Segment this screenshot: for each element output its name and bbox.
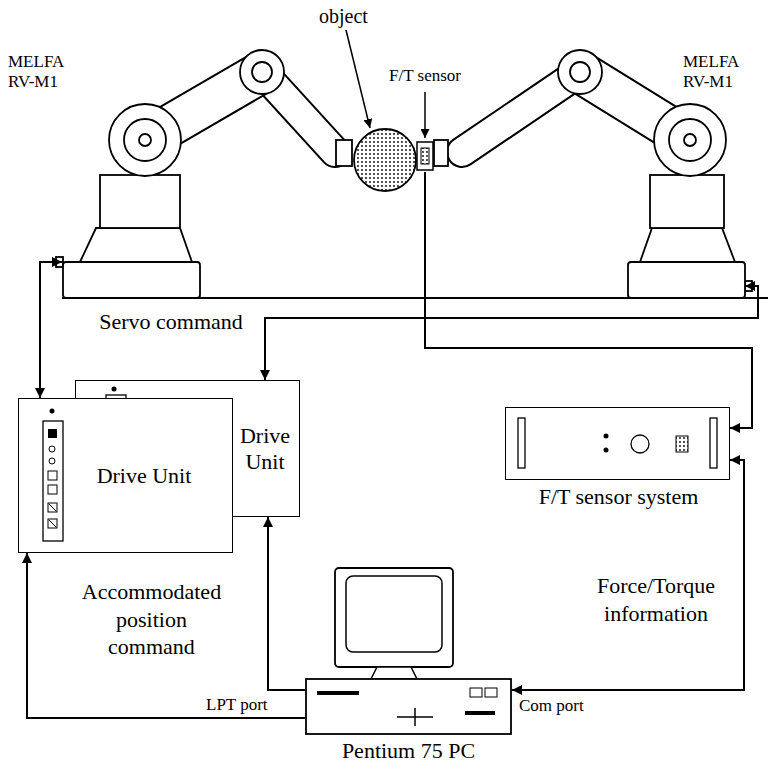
- node-text: MELFA RV-M1: [683, 52, 745, 93]
- ft-panel: [518, 418, 525, 468]
- signal-label: Servo command: [95, 308, 247, 336]
- left-robot: [240, 50, 284, 94]
- ft-panel: [604, 448, 609, 453]
- node-text: F/T sensor: [385, 66, 465, 86]
- pc-symbol: [305, 567, 512, 735]
- right-robot: [434, 140, 448, 166]
- left-robot: [63, 262, 200, 298]
- held-object: [354, 129, 416, 191]
- right-robot: [434, 50, 752, 298]
- right-robot: [669, 119, 711, 161]
- ft-panel: [604, 434, 609, 439]
- object-leader: [346, 30, 370, 128]
- pc-symbol: [371, 667, 417, 679]
- ft-sensor-symbol: [417, 142, 433, 170]
- right-robot: [684, 134, 696, 146]
- ft-panel: [631, 435, 649, 453]
- signal-label: Accommodated position command: [78, 578, 225, 661]
- drive-panel: [49, 504, 56, 511]
- signal-wire: [268, 517, 305, 690]
- left-robot: [252, 62, 272, 82]
- signal-wire: [265, 286, 758, 380]
- left-robot: [336, 140, 352, 166]
- pc-symbol: [470, 688, 482, 697]
- ft-sensor-symbol: [424, 92, 426, 138]
- sensor-node: F/T sensor: [385, 66, 465, 172]
- drive-panel: [48, 503, 57, 512]
- ft-panel: [710, 418, 717, 468]
- right-robot: [654, 104, 726, 176]
- left-robot: [56, 50, 352, 298]
- drive-panel: [49, 520, 56, 527]
- node-text: Drive Unit: [69, 463, 219, 489]
- drive-panel: [112, 387, 117, 392]
- ft-panel: [676, 436, 688, 452]
- pc-symbol: [335, 568, 453, 667]
- right-robot: [640, 228, 735, 262]
- left-robot: [109, 104, 181, 176]
- held-object: [354, 129, 416, 191]
- left-robot: [100, 175, 180, 228]
- left-robot: [124, 119, 166, 161]
- object-label: object: [318, 4, 369, 29]
- right-robot: [570, 62, 590, 82]
- pc-node: Pentium 75 PC: [305, 567, 512, 735]
- object-leader: [346, 30, 370, 128]
- drive-panel: [48, 485, 57, 494]
- pc-symbol: [485, 688, 497, 697]
- drive-panel: [49, 446, 55, 452]
- signal-label: Force/Torque information: [575, 572, 737, 627]
- right-robot: [628, 262, 745, 298]
- signal-wire: [425, 172, 752, 428]
- drive-unit-box: Drive Unit: [18, 398, 233, 553]
- signal-wire: [27, 553, 305, 718]
- right-robot: [558, 50, 602, 94]
- node-text: F/T sensor system: [506, 484, 731, 510]
- pc-symbol: [306, 679, 511, 734]
- ft-system-box: F/T sensor system: [505, 407, 730, 480]
- node-text: Pentium 75 PC: [305, 738, 512, 764]
- port-label: Com port: [518, 695, 585, 716]
- robot-node: MELFA RV-M1: [62, 52, 320, 298]
- robot-node: MELFA RV-M1: [440, 52, 745, 298]
- drive-panel: [50, 409, 55, 414]
- ft-panel: [506, 408, 731, 481]
- left-robot: [80, 228, 192, 262]
- signal-wire: [40, 262, 62, 398]
- drive-panel: [48, 519, 57, 528]
- ft-sensor-symbol: [421, 148, 429, 164]
- drive-panel: [48, 471, 57, 480]
- pc-symbol: [346, 576, 442, 652]
- right-robot: [650, 175, 724, 228]
- left-robot: [139, 134, 151, 146]
- node-text: MELFA RV-M1: [8, 52, 72, 93]
- drive-panel: [43, 421, 63, 541]
- node-text: Drive Unit: [234, 423, 296, 476]
- pc-symbol: [414, 708, 416, 726]
- pc-symbol: [317, 691, 359, 695]
- port-label: LPT port: [205, 694, 269, 715]
- pc-symbol: [465, 711, 495, 715]
- drive-panel: [48, 429, 57, 438]
- drive-panel: [49, 458, 55, 464]
